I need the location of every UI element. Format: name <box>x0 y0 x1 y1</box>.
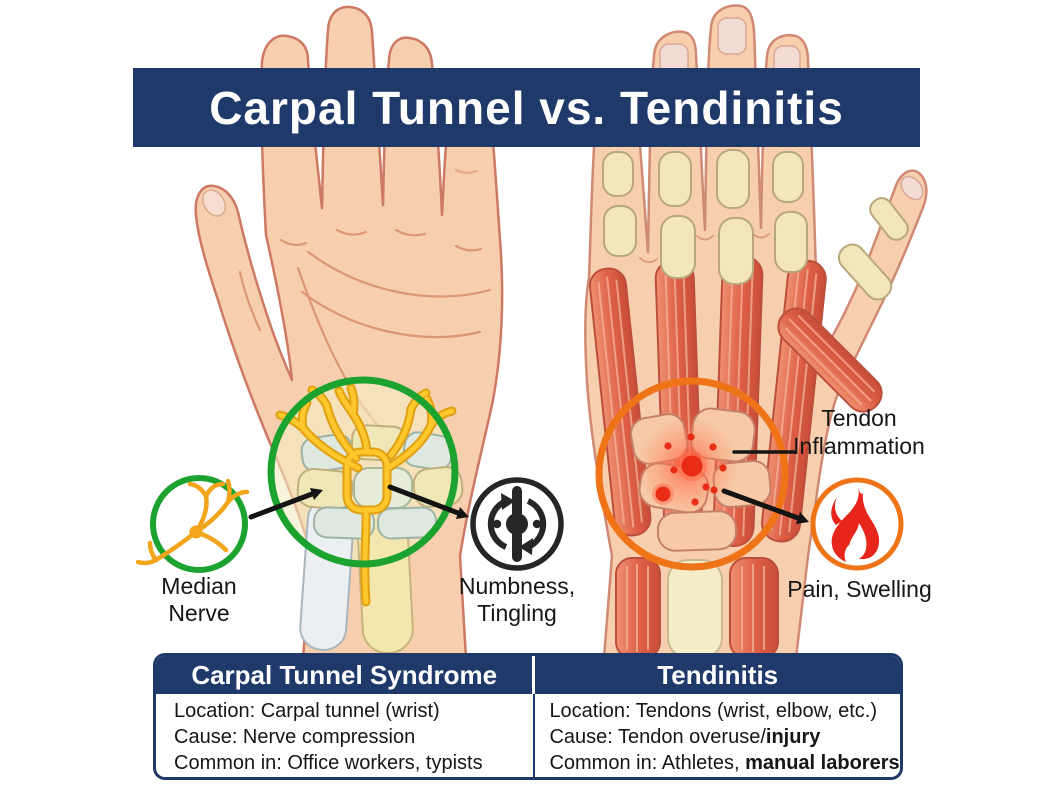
carpal-tunnel-highlight-circle <box>267 376 459 568</box>
comparison-table-header: Carpal Tunnel Syndrome Tendinitis <box>156 656 900 694</box>
table-row: Location: Carpal tunnel (wrist) <box>174 700 440 722</box>
forearm-anatomy <box>615 557 779 659</box>
table-header-tendinitis: Tendinitis <box>657 659 779 690</box>
tendon-highlight-circle <box>595 377 789 571</box>
thumbnail <box>201 189 227 217</box>
pain-swelling-label: Pain, Swelling <box>742 576 977 603</box>
comparison-table: Carpal Tunnel Syndrome Tendinitis Locati… <box>153 653 903 780</box>
pain-swelling-label-text: Pain, Swelling <box>787 576 932 602</box>
vibration-icon <box>487 486 547 562</box>
right-hand-anatomy <box>584 4 928 660</box>
inflammation-dots <box>638 416 738 516</box>
table-row: Cause: Nerve compression <box>174 726 416 748</box>
thumb-bone <box>837 243 893 301</box>
median-nerve-icon <box>135 475 250 573</box>
numbness-label-line2: Tingling <box>477 600 557 626</box>
comparison-table-body: Location: Carpal tunnel (wrist) Cause: N… <box>156 694 900 777</box>
pain-swelling-icon <box>810 477 904 571</box>
arrow-median-nerve <box>248 491 315 520</box>
annotation-arrows <box>248 450 809 524</box>
tendinitis-column: Location: Tendons (wrist, elbow, etc.) C… <box>535 694 900 777</box>
numbness-tingling-label: Numbness, Tingling <box>417 573 617 627</box>
carpal-tunnel-column: Location: Carpal tunnel (wrist) Cause: N… <box>156 694 536 777</box>
forearm-bone <box>667 559 723 659</box>
tendon-label-line2: Inflammation <box>793 433 925 459</box>
tendon-inflammation-label: Tendon Inflammation <box>749 404 969 460</box>
thumb-muscle <box>777 307 883 413</box>
tendon-label-line1: Tendon <box>821 405 897 431</box>
table-row: Common in: Athletes, manual laborers <box>549 752 900 774</box>
page-title: Carpal Tunnel vs. Tendinitis <box>209 81 844 134</box>
median-nerve-label: Median Nerve <box>119 573 279 627</box>
table-row: Common in: Office workers, typists <box>174 752 483 774</box>
median-nerve-label-line1: Median <box>161 573 237 599</box>
title-banner: Carpal Tunnel vs. Tendinitis <box>133 68 920 147</box>
numbness-label-line1: Numbness, <box>458 573 576 599</box>
table-header-carpal-tunnel: Carpal Tunnel Syndrome <box>156 656 536 694</box>
table-row: Cause: Tendon overuse/injury <box>549 726 821 748</box>
median-nerve-label-line2: Nerve <box>168 600 230 626</box>
knuckle-creases <box>639 233 770 264</box>
numbness-tingling-icon <box>470 477 564 571</box>
flame-icon <box>831 487 880 562</box>
thumb-bone-distal <box>869 197 909 241</box>
finger-bones <box>602 149 808 285</box>
arrow-pain <box>721 488 801 521</box>
arrow-numbness <box>387 484 461 516</box>
table-row: Location: Tendons (wrist, elbow, etc.) <box>549 700 878 722</box>
